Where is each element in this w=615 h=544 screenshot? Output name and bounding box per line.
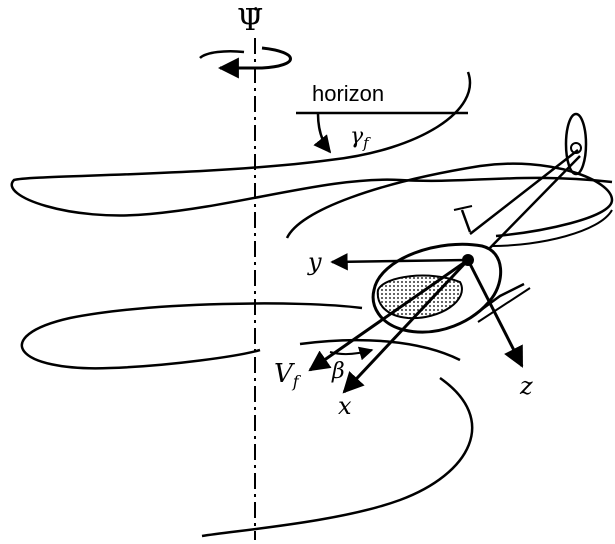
y-axis-arrow xyxy=(330,253,469,271)
helicopter-skid xyxy=(469,282,525,320)
yaw-rate-label: Ψ̇ xyxy=(237,3,263,38)
sideslip-label: β xyxy=(331,359,345,384)
sideslip-angle-arc xyxy=(329,346,374,361)
spiral-path-lower xyxy=(20,302,363,370)
x-axis-arrow xyxy=(342,258,470,394)
flight-path-angle-label: γf xyxy=(350,124,371,152)
helicopter-tail-boom xyxy=(469,149,579,235)
z-axis-label: z xyxy=(519,372,533,400)
helicopter-tail-rotor xyxy=(564,112,588,176)
x-axis-label: x xyxy=(338,392,352,420)
velocity-arrow xyxy=(308,258,469,372)
spiral-path-upper xyxy=(10,71,613,217)
z-axis-arrow xyxy=(466,259,524,368)
horizon-label: horizon xyxy=(312,81,384,106)
spiral-path-bottom xyxy=(201,376,474,538)
y-axis-label: y xyxy=(307,248,322,276)
rotation-direction-arrow xyxy=(217,46,292,79)
velocity-label: Vf xyxy=(274,359,302,391)
flight-path-angle-arc xyxy=(313,113,332,154)
